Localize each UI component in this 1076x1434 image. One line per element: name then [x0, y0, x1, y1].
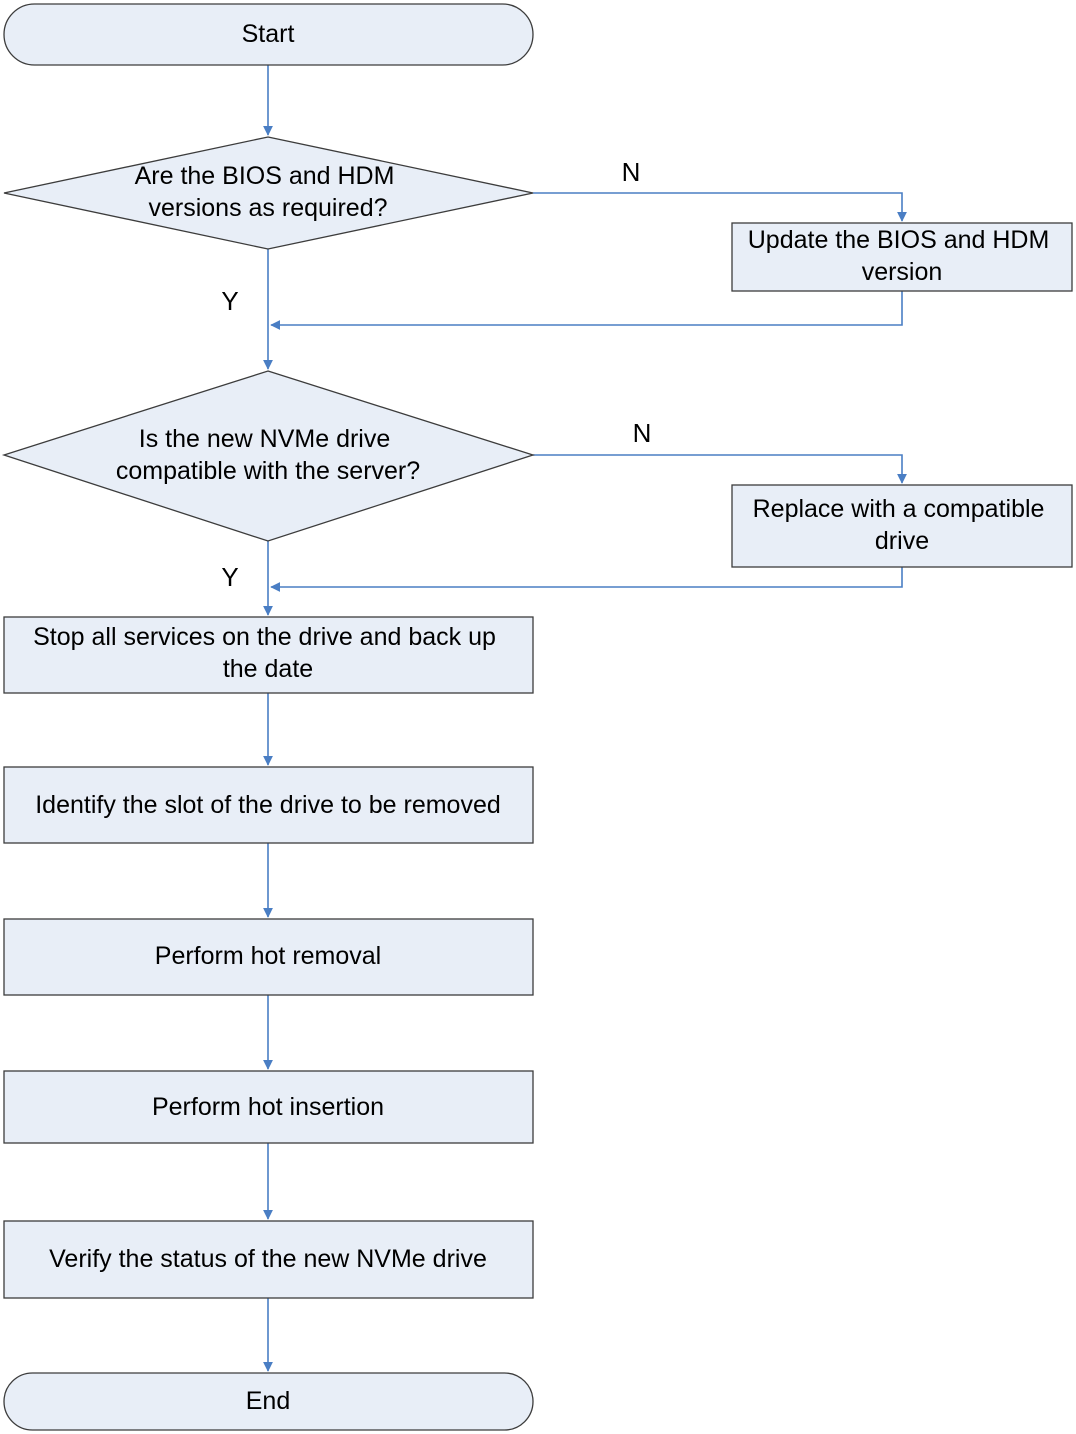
node-check-compat: Is the new NVMe drive compatible with th… [1, 370, 536, 542]
svg-text:Update the BIOS and HDM: Update the BIOS and HDM version [748, 226, 1057, 286]
edge-check-compat-no [533, 454, 907, 484]
node-replace-drive: Replace with a compatible drive [731, 484, 1073, 568]
node-verify-status: Verify the status of the new NVMe drive [3, 1220, 534, 1299]
svg-text:Start: Start [242, 20, 295, 48]
svg-text:Is the new NVMe drive co: Is the new NVMe drive compatible with th… [116, 425, 420, 485]
edge-check-bios-no [533, 192, 907, 222]
process-shape [731, 222, 1073, 292]
process-shape [3, 1070, 534, 1144]
svg-text:Verify the status of the new N: Verify the status of the new NVMe drive [49, 1245, 487, 1273]
node-start: Start [3, 3, 534, 66]
node-check-bios-label-line-2: versions as required? [148, 194, 387, 222]
terminal-shape [3, 1372, 534, 1431]
edge-replace-drive-merge [270, 567, 903, 592]
branch-label-bios-no: N [622, 157, 641, 187]
node-stop-services: Stop all services on the drive and back … [3, 616, 534, 694]
svg-text:Replace with a compatible: Replace with a compatible drive [753, 495, 1052, 555]
svg-text:Perform hot insertion: Perform hot insertion [152, 1093, 384, 1121]
node-hot-removal: Perform hot removal [3, 918, 534, 996]
node-check-compat-label-line-1: Is the new NVMe drive [139, 425, 391, 453]
node-stop-services-label-line-1: Stop all services on the drive and back … [33, 623, 496, 651]
terminal-shape [3, 3, 534, 66]
node-check-bios-label-line-1: Are the BIOS and HDM [135, 162, 395, 190]
node-update-bios-label-line-2: version [862, 258, 943, 286]
node-stop-services-label-line-2: the date [223, 655, 313, 683]
node-update-bios: Update the BIOS and HDM version [731, 222, 1073, 292]
process-shape [3, 766, 534, 844]
decision-shape [3, 136, 534, 250]
node-verify-status-label: Verify the status of the new NVMe drive [49, 1245, 487, 1273]
node-check-bios: Are the BIOS and HDM versions as require… [3, 136, 534, 250]
svg-text:Stop all services on the drive: Stop all services on the drive and back … [33, 623, 503, 683]
connectors [263, 65, 907, 1372]
svg-text:Are the BIOS and HDM ver: Are the BIOS and HDM versions as require… [135, 162, 402, 222]
process-shape [3, 918, 534, 996]
node-hot-insertion: Perform hot insertion [3, 1070, 534, 1144]
branch-label-compat-no: N [633, 418, 652, 448]
node-check-compat-label-line-2: compatible with the server? [116, 457, 420, 485]
process-shape [3, 1220, 534, 1299]
svg-text:Identify the slot of the drive: Identify the slot of the drive to be rem… [35, 791, 501, 819]
branch-label-compat-yes: Y [221, 562, 238, 592]
node-identify-slot-label: Identify the slot of the drive to be rem… [35, 791, 501, 819]
node-replace-drive-label-line-2: drive [875, 527, 929, 555]
node-end-label: End [246, 1387, 290, 1415]
node-start-label: Start [242, 20, 295, 48]
node-replace-drive-label-line-1: Replace with a compatible [753, 495, 1045, 523]
svg-text:Perform hot removal: Perform hot removal [155, 942, 381, 970]
node-end: End [3, 1372, 534, 1431]
node-hot-insertion-label: Perform hot insertion [152, 1093, 384, 1121]
process-shape [731, 484, 1073, 568]
node-identify-slot: Identify the slot of the drive to be rem… [3, 766, 534, 844]
node-update-bios-label-line-1: Update the BIOS and HDM [748, 226, 1050, 254]
decision-shape [1, 370, 536, 542]
branch-label-bios-yes: Y [221, 286, 238, 316]
node-hot-removal-label: Perform hot removal [155, 942, 381, 970]
svg-text:End: End [246, 1387, 290, 1415]
process-shape [3, 616, 534, 694]
branch-labels: N Y N Y [221, 157, 651, 592]
edge-update-bios-merge [270, 291, 903, 330]
